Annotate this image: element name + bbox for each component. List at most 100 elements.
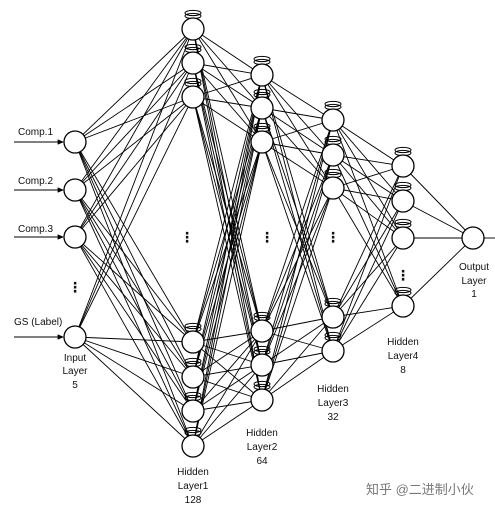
connection-l0-1-to-4 bbox=[74, 189, 194, 378]
connection-l0-0-to-1 bbox=[74, 62, 194, 143]
connection-l0-2-to-2 bbox=[74, 96, 194, 238]
connection-l2-2-to-3 bbox=[261, 141, 334, 318]
neuron-circle bbox=[321, 143, 345, 167]
bias-marker bbox=[184, 357, 202, 365]
bias-marker bbox=[253, 345, 271, 353]
connection-l4-3-to-0 bbox=[402, 237, 474, 307]
bias-marker bbox=[253, 88, 271, 96]
connection-l2-5-to-4 bbox=[261, 350, 334, 401]
neuron-input-1 bbox=[63, 178, 87, 202]
layer-label-output: Output Layer 1 bbox=[459, 262, 489, 300]
connection-l3-3-to-2 bbox=[332, 237, 404, 318]
connection-l1-1-to-0 bbox=[192, 62, 263, 76]
connection-l3-1-to-0 bbox=[332, 154, 404, 167]
svg-text:32: 32 bbox=[327, 412, 339, 423]
connection-l1-4-to-3 bbox=[192, 330, 263, 378]
connection-l0-1-to-5 bbox=[74, 189, 194, 412]
connection-l1-2-to-3 bbox=[192, 96, 263, 332]
bias-marker bbox=[394, 181, 412, 189]
connection-l0-0-to-4 bbox=[74, 141, 194, 378]
connection-l0-2-to-4 bbox=[74, 236, 194, 378]
neuron-hidden3-4 bbox=[321, 331, 345, 363]
input-arrows bbox=[14, 139, 495, 340]
connection-l3-0-to-0 bbox=[332, 119, 404, 167]
neuron-hidden3-2 bbox=[321, 168, 345, 200]
connection-l1-1-to-3 bbox=[192, 62, 263, 332]
connections bbox=[74, 28, 474, 447]
connection-l0-3-to-3 bbox=[74, 336, 194, 343]
bias-marker bbox=[253, 122, 271, 130]
svg-text:64: 64 bbox=[256, 456, 268, 467]
neuron-hidden3-0 bbox=[321, 100, 345, 132]
connection-l3-1-to-1 bbox=[332, 154, 404, 202]
bias-marker bbox=[253, 380, 271, 388]
input-label-comp3: Comp.3 bbox=[18, 224, 53, 235]
connection-l0-3-to-4 bbox=[74, 336, 194, 378]
bias-marker bbox=[184, 391, 202, 399]
neuron-circle bbox=[181, 434, 205, 458]
neuron-circle bbox=[391, 189, 415, 213]
connection-l0-2-to-1 bbox=[74, 62, 194, 238]
svg-text:Layer1: Layer1 bbox=[178, 481, 209, 492]
svg-text:Layer: Layer bbox=[461, 276, 487, 287]
connection-l3-4-to-2 bbox=[332, 237, 404, 352]
connection-l1-6-to-2 bbox=[192, 141, 263, 447]
layer-label-hidden4: Hidden Layer4 8 bbox=[387, 337, 419, 376]
connection-l2-4-to-3 bbox=[261, 316, 334, 366]
neuron-hidden2-1 bbox=[250, 88, 274, 120]
connection-l3-3-to-0 bbox=[332, 165, 404, 318]
connection-l0-0-to-5 bbox=[74, 141, 194, 412]
bias-marker bbox=[184, 43, 202, 51]
bias-marker bbox=[394, 218, 412, 226]
connection-l0-2-to-5 bbox=[74, 236, 194, 412]
svg-text:Layer4: Layer4 bbox=[388, 351, 419, 362]
bias-marker bbox=[184, 426, 202, 434]
bias-marker bbox=[184, 77, 202, 85]
neuron-circle bbox=[321, 339, 345, 363]
bias-marker bbox=[324, 168, 342, 176]
connection-l1-6-to-5 bbox=[192, 399, 263, 447]
neuron-circle bbox=[391, 226, 415, 250]
neuron-circle bbox=[250, 130, 274, 154]
connection-l0-2-to-3 bbox=[74, 236, 194, 343]
neuron-circle bbox=[63, 225, 87, 249]
connection-l0-0-to-3 bbox=[74, 141, 194, 343]
neuron-circle bbox=[181, 51, 205, 75]
connection-l4-1-to-0 bbox=[402, 200, 474, 239]
neuron-hidden2-2 bbox=[250, 122, 274, 154]
bias-marker bbox=[324, 100, 342, 108]
svg-text:1: 1 bbox=[471, 289, 477, 300]
connection-l0-3-to-2 bbox=[74, 96, 194, 338]
connection-l3-2-to-0 bbox=[332, 165, 404, 189]
neuron-hidden2-5 bbox=[250, 380, 274, 412]
connection-l2-1-to-2 bbox=[261, 107, 334, 189]
svg-text:Layer: Layer bbox=[62, 366, 88, 377]
connection-l3-1-to-2 bbox=[332, 154, 404, 239]
connection-l0-1-to-2 bbox=[74, 96, 194, 191]
connection-l1-6-to-4 bbox=[192, 364, 263, 447]
bias-marker bbox=[394, 146, 412, 154]
connection-l0-1-to-6 bbox=[74, 189, 194, 447]
neuron-circle bbox=[181, 17, 205, 41]
neuron-hidden4-2 bbox=[391, 218, 415, 250]
connection-l1-3-to-0 bbox=[192, 74, 263, 343]
connection-l0-2-to-0 bbox=[74, 28, 194, 238]
ellipsis-2: ⋮ bbox=[260, 229, 274, 245]
ellipsis-1: ⋮ bbox=[180, 229, 194, 245]
neuron-hidden4-0 bbox=[391, 146, 415, 178]
ellipsis-markers: ⋮⋮⋮⋮⋮ bbox=[68, 229, 410, 295]
neuron-circle bbox=[63, 325, 87, 349]
connection-l2-4-to-0 bbox=[261, 119, 334, 366]
connection-l2-2-to-2 bbox=[261, 141, 334, 189]
watermark: 知乎 @二进制小伙 bbox=[366, 482, 474, 497]
bias-marker bbox=[253, 311, 271, 319]
neuron-circle bbox=[461, 226, 485, 250]
neuron-circle bbox=[250, 388, 274, 412]
svg-text:Hidden: Hidden bbox=[317, 384, 349, 395]
neuron-hidden3-3 bbox=[321, 297, 345, 329]
connection-l2-2-to-0 bbox=[261, 119, 334, 143]
connection-l2-2-to-4 bbox=[261, 141, 334, 352]
connection-l0-0-to-0 bbox=[74, 28, 194, 143]
bias-marker bbox=[253, 55, 271, 63]
